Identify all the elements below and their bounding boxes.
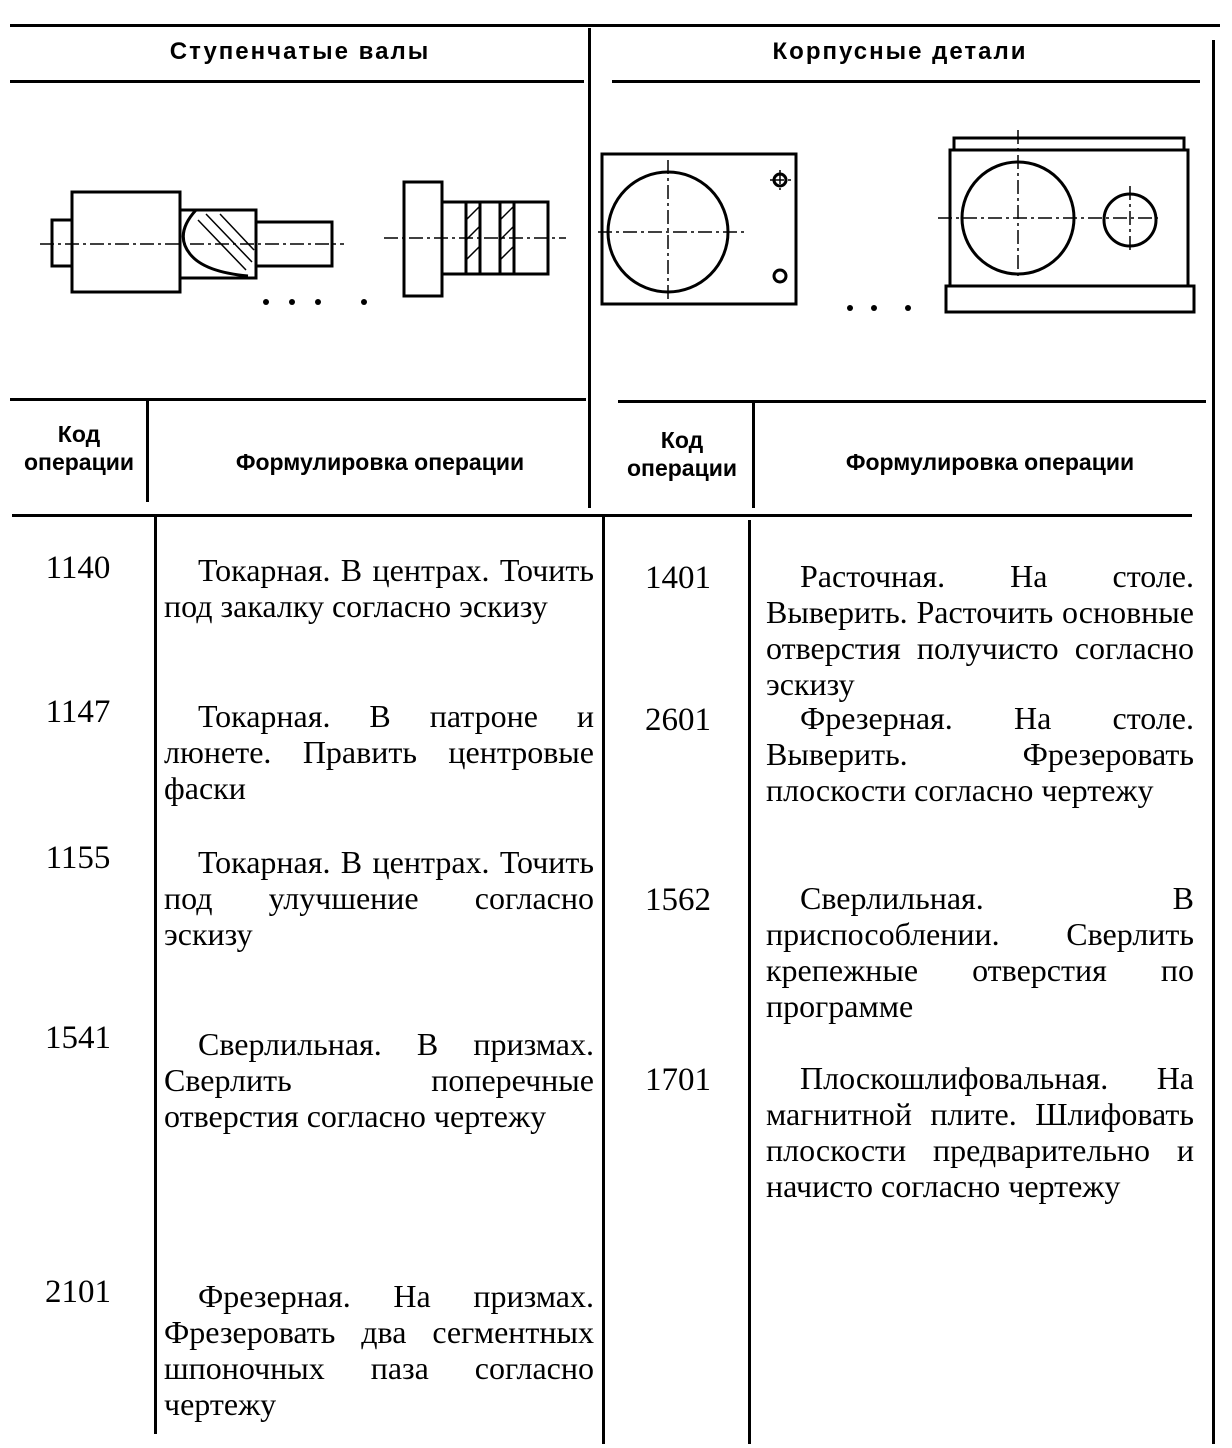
header-left-text: Формулировка операции xyxy=(235,449,525,475)
housing-sketch xyxy=(598,130,1196,314)
section-title-housing-parts: Корпусные детали xyxy=(772,38,1028,65)
right-op-text-4: Плоскошлифовальная. На магнитной плите. … xyxy=(766,1060,1194,1204)
top-rule xyxy=(10,24,1220,27)
shaft-sketch xyxy=(40,180,566,305)
left-op-text-3: Токарная. В центрах. Точить под улучшени… xyxy=(164,844,594,952)
right-op-code-1: 1401 xyxy=(645,560,711,596)
left-op-code-3: 1155 xyxy=(45,840,111,876)
header-left-code: Код операции xyxy=(24,421,134,475)
left-op-text-1: Токарная. В центрах. Точить под закалку … xyxy=(164,552,594,624)
left-title-rule xyxy=(10,80,584,83)
left-op-code-1: 1140 xyxy=(45,550,111,586)
left-sketch-rule xyxy=(10,398,586,401)
right-op-code-2: 2601 xyxy=(645,702,711,738)
left-op-code-4: 1541 xyxy=(45,1020,111,1056)
left-op-text-2: Токарная. В патроне и люнете. Править це… xyxy=(164,698,594,806)
right-header-divider xyxy=(752,402,755,508)
left-op-text-5: Фрезерная. На призмах. Фрезеровать два с… xyxy=(164,1278,594,1422)
left-op-code-2: 1147 xyxy=(45,694,111,730)
right-op-code-3: 1562 xyxy=(645,882,711,918)
header-right-text: Формулировка операции xyxy=(845,449,1135,475)
right-op-text-1: Расточная. На столе. Выверить. Расточить… xyxy=(766,558,1194,702)
right-op-text-2: Фрезерная. На столе. Выверить. Фрезерова… xyxy=(766,700,1194,808)
right-body-divider xyxy=(748,520,751,1444)
left-op-code-5: 2101 xyxy=(45,1274,111,1310)
section-title-stepped-shafts: Ступенчатые валы xyxy=(169,38,431,65)
left-header-divider xyxy=(146,398,149,502)
right-edge xyxy=(1212,40,1215,1444)
right-op-text-3: Сверлильная. В приспособлении. Сверлить … xyxy=(766,880,1194,1024)
header-right-code: Код операции xyxy=(627,427,737,481)
left-body-divider-1 xyxy=(154,514,157,1434)
center-divider xyxy=(588,28,591,508)
right-op-code-4: 1701 xyxy=(645,1062,711,1098)
left-body-divider-2 xyxy=(602,514,605,1444)
right-title-rule xyxy=(612,80,1200,83)
right-sketch-rule xyxy=(618,400,1206,403)
left-op-text-4: Сверлильная. В призмах. Сверлить попереч… xyxy=(164,1026,594,1134)
